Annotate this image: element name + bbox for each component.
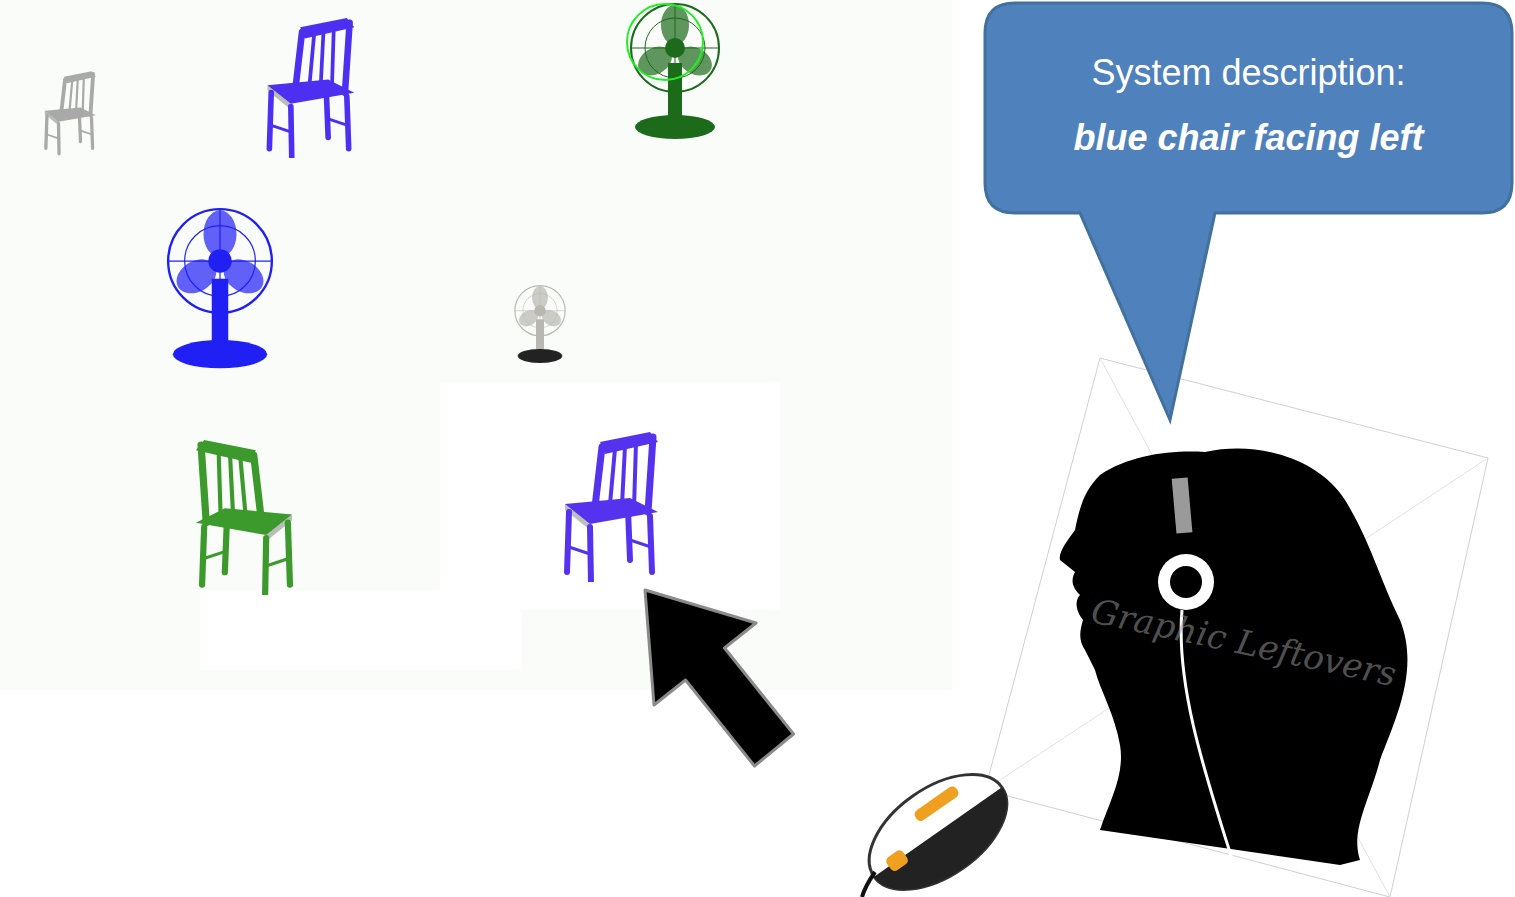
ear-cup-inner xyxy=(1170,566,1202,598)
fan-cage xyxy=(627,4,703,80)
target-frame xyxy=(440,382,780,610)
bubble-heading: System description: xyxy=(1091,51,1405,94)
ear-cup xyxy=(1158,554,1214,610)
blue-chair xyxy=(268,18,355,158)
bubble-body: blue chair facing left xyxy=(1073,116,1423,159)
scene-panel xyxy=(0,0,952,690)
blue-fan xyxy=(168,209,272,368)
photo-frame xyxy=(985,358,1488,897)
speech-bubble: System description: blue chair facing lef… xyxy=(985,3,1512,213)
pointer-arrow xyxy=(645,590,794,766)
mouse xyxy=(849,751,1027,897)
mouse-cable xyxy=(862,872,875,897)
bubble-outline xyxy=(985,3,1512,213)
woman-silhouette xyxy=(1060,449,1408,865)
fan-base xyxy=(518,349,562,363)
green-fan xyxy=(631,4,719,139)
frame-lines xyxy=(985,358,1488,897)
gray-chair xyxy=(45,71,96,154)
bubble-shape xyxy=(985,3,1512,420)
frame-patch xyxy=(200,590,522,670)
gray-fan xyxy=(515,286,565,363)
headband xyxy=(1172,477,1193,533)
target-chair xyxy=(565,432,658,582)
green-chair xyxy=(196,440,292,595)
